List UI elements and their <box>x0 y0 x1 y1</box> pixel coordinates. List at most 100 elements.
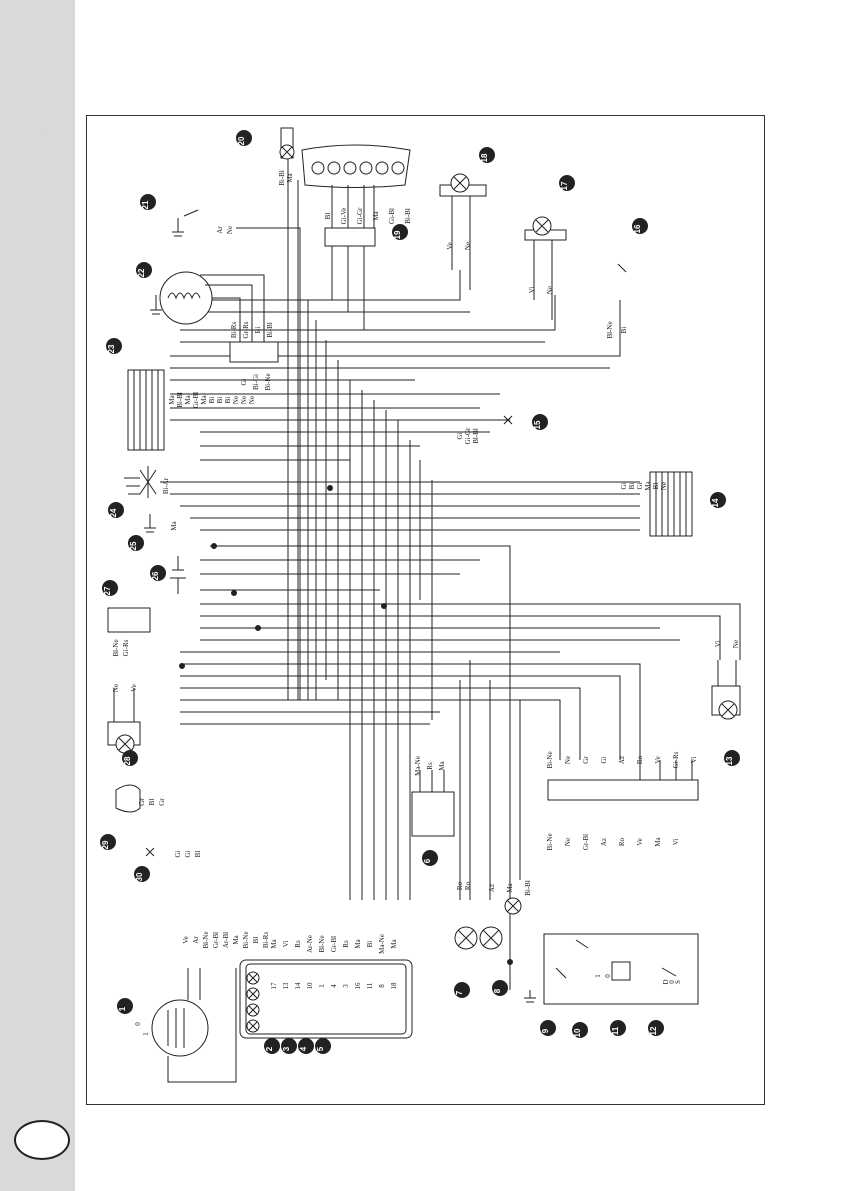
wire-label: Ve <box>182 936 190 943</box>
callout-13: 13 <box>724 750 740 766</box>
wire-label: Bi-Bl <box>278 170 286 186</box>
wire-label: Ro <box>456 881 464 890</box>
lamp-28 <box>107 688 141 754</box>
wire-label: Ve <box>446 242 454 249</box>
wire-label: 10 <box>306 982 314 990</box>
callout-19: 19 <box>392 224 408 240</box>
callout-number-23: 23 <box>107 344 116 353</box>
callout-number-22: 22 <box>137 268 146 277</box>
wire-label: Bi <box>254 327 262 334</box>
wire-label: Bi <box>620 327 628 334</box>
wire-label: Ma <box>232 934 240 944</box>
wire-label: Bi-Bl <box>404 208 412 224</box>
wire-label: 14 <box>294 982 302 990</box>
wire-label: Gi-Ve <box>340 208 348 225</box>
wire-label: Gi-Rs <box>672 751 680 768</box>
wire-label: Gi-Bl <box>388 208 396 224</box>
callout-16: 16 <box>632 218 648 234</box>
wire-label: Ma <box>644 480 652 490</box>
wire-label: 4 <box>330 984 338 988</box>
wire-label: Bl-Bl <box>472 428 480 444</box>
labels-w25: Ma <box>170 520 178 530</box>
wire-label: Bl-Ne <box>318 935 326 952</box>
wire-label: 11 <box>366 982 374 989</box>
wire-label: 8 <box>378 984 386 988</box>
wire-label: Bi <box>208 397 216 404</box>
wire-label: Bl-Ne <box>112 639 120 656</box>
labels-key: 01 <box>134 1022 150 1036</box>
callout-3: 3 <box>281 1038 297 1054</box>
wire-label: Bi-Ne <box>546 751 554 768</box>
callout-27: 27 <box>102 580 118 596</box>
wire-label: Ma-Ne <box>378 934 386 954</box>
wire-label: Ne <box>232 396 240 404</box>
wire-label: Bl <box>652 483 660 490</box>
wire-label: Gr-Bl <box>582 834 590 850</box>
wire-label: Ma <box>372 210 380 220</box>
callout-number-13: 13 <box>725 756 734 765</box>
wire-label: Gr <box>138 798 146 806</box>
callout-18: 18 <box>479 147 495 163</box>
wire-label: Ma <box>286 172 294 182</box>
wire-label: Ne <box>112 684 120 692</box>
wire-label: 0 <box>134 1022 142 1026</box>
wire-label: Bi-Ar <box>162 477 170 494</box>
page-number-badge <box>14 1120 70 1160</box>
callout-number-6: 6 <box>423 858 432 863</box>
wire-label: Az <box>618 756 626 764</box>
callout-number-25: 25 <box>129 541 138 550</box>
wire-label: Gr-Bl <box>192 392 200 408</box>
wire-label: Gi-Gr <box>356 207 364 224</box>
wire-label: 1 <box>318 984 326 988</box>
wire-label: 18 <box>390 982 398 990</box>
capacitor-26 <box>170 556 186 594</box>
wire-label: S <box>674 980 682 984</box>
wire-label: Ma <box>506 882 514 892</box>
connector-14 <box>649 471 693 537</box>
wire-label: Ne <box>226 226 234 234</box>
wire-label: Gr-Bl <box>330 936 338 952</box>
callout-number-4: 4 <box>299 1046 308 1051</box>
callout-number-1: 1 <box>118 1006 127 1011</box>
wire-label: Ne <box>240 396 248 404</box>
wire-label: Bi <box>366 941 374 948</box>
warning-lamps <box>311 161 405 175</box>
wire-label: Gr-Rs <box>242 321 250 338</box>
wire-label: 0 <box>604 974 612 978</box>
wire-label: 17 <box>270 982 278 990</box>
callout-number-5: 5 <box>316 1046 325 1051</box>
wire-label: Vi <box>714 641 722 648</box>
callout-4: 4 <box>298 1038 314 1054</box>
wire-label: Gi-Rs <box>122 639 130 656</box>
wire-label: Gi <box>456 432 464 439</box>
callout-number-8: 8 <box>493 988 502 993</box>
callout-29: 29 <box>100 834 116 850</box>
callout-28: 28 <box>122 750 138 766</box>
wire-label: Bl <box>148 799 156 806</box>
lamp-8 <box>504 897 522 915</box>
callout-8: 8 <box>492 980 508 996</box>
callout-14: 14 <box>710 492 726 508</box>
regulator-6 <box>411 770 455 837</box>
callout-15: 15 <box>532 414 548 430</box>
wire-label: Ma <box>168 394 176 404</box>
wire-label: Ar <box>192 936 200 944</box>
ignition-switch <box>151 968 237 1083</box>
lamp-17 <box>524 216 567 320</box>
instrument-cluster <box>301 144 411 330</box>
wire-label: Bi-Ne <box>264 373 272 390</box>
wire-label: Gr <box>582 756 590 764</box>
